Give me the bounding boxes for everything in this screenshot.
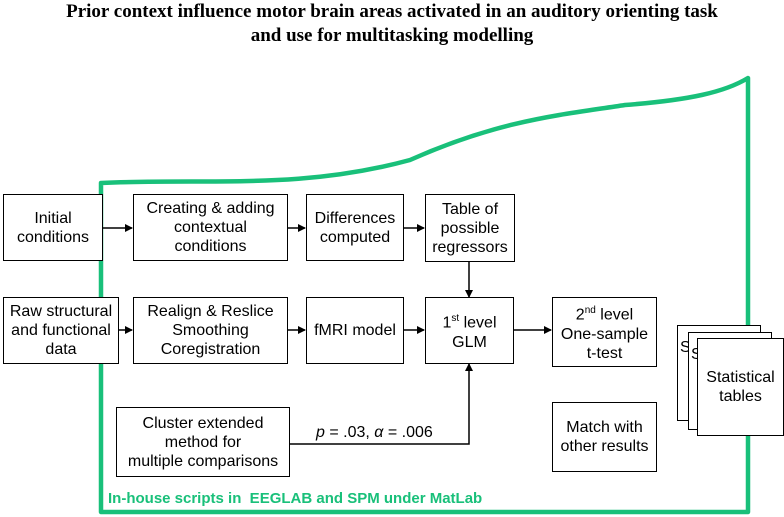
second-level-rest: level (595, 306, 634, 324)
cluster-method-box: Cluster extended method for multiple com… (116, 407, 290, 477)
differences-line-1: Differences (314, 209, 396, 227)
fmri-model-box: fMRI model (306, 297, 404, 364)
regressors-line-3: regressors (432, 238, 508, 256)
differences-box: Differences computed (306, 194, 404, 261)
scripts-frame (98, 75, 751, 515)
cluster-line-3: multiple comparisons (127, 452, 279, 470)
preprocessing-line-1: Realign & Reslice (147, 303, 274, 320)
second-level-sup: nd (584, 305, 596, 317)
first-level-sup: st (451, 313, 460, 325)
arrow-cluster-to-glm (290, 363, 473, 445)
raw-data-box: Raw structural and functional data (3, 297, 119, 364)
second-level-line-2: One-sample (560, 325, 649, 343)
cluster-line-1: Cluster extended (142, 414, 264, 432)
match-line-2: other results (560, 438, 649, 455)
stats-line-2: tables (719, 388, 762, 405)
differences-line-2: computed (319, 228, 391, 246)
second-level-num: 2 (575, 306, 585, 324)
initial-conditions-box: Initial conditions (3, 194, 103, 261)
statistical-tables-box: Statistical tables (697, 338, 784, 436)
contextual-line-3: conditions (174, 238, 247, 255)
raw-data-line-3: data (45, 341, 77, 358)
first-level-glm-box: 1st level GLM (425, 297, 514, 364)
second-level-box: 2nd level One-sample t-test (552, 297, 657, 367)
initial-conditions-line-2: conditions (16, 228, 90, 246)
threshold-label: p = .03, α = .006 (316, 424, 433, 442)
fmri-model-label: fMRI model (314, 322, 396, 339)
contextual-line-1: Creating & adding (146, 200, 275, 217)
second-level-line-1: 2nd level (576, 301, 633, 324)
p-symbol: p (316, 424, 325, 441)
regressors-line-1: Table of (441, 200, 499, 218)
alpha-symbol: α (374, 424, 384, 441)
page-title: Prior context influence motor brain area… (0, 0, 784, 48)
first-level-line-1: 1st level (442, 309, 496, 332)
regressors-line-2: possible (440, 219, 500, 237)
first-level-line-2: GLM (452, 333, 487, 351)
preprocessing-line-2: Smoothing (172, 322, 249, 339)
contextual-line-2: contextual (174, 219, 247, 236)
alpha-value: = .006 (383, 424, 433, 441)
first-level-num: 1 (442, 314, 452, 332)
p-value: = .03, (324, 424, 375, 441)
second-level-line-3: t-test (586, 344, 623, 362)
raw-data-line-2: and functional (11, 322, 111, 339)
preprocessing-line-3: Coregistration (160, 341, 261, 358)
contextual-conditions-box: Creating & adding contextual conditions (133, 194, 288, 261)
raw-data-line-1: Raw structural (9, 303, 113, 320)
initial-conditions-line-1: Initial (34, 209, 72, 227)
regressors-box: Table of possible regressors (425, 194, 515, 262)
cluster-line-2: method for (164, 433, 242, 451)
preprocessing-box: Realign & Reslice Smoothing Coregistrati… (133, 297, 288, 364)
first-level-rest: level (459, 314, 497, 332)
scripts-footer-label: In-house scripts in EEGLAB and SPM under… (108, 490, 483, 507)
title-line-1: Prior context influence motor brain area… (66, 1, 718, 22)
match-results-box: Match with other results (552, 402, 657, 472)
stats-line-1: Statistical (706, 369, 775, 386)
title-line-2: and use for multitasking modelling (250, 25, 534, 46)
match-line-1: Match with (566, 419, 643, 436)
